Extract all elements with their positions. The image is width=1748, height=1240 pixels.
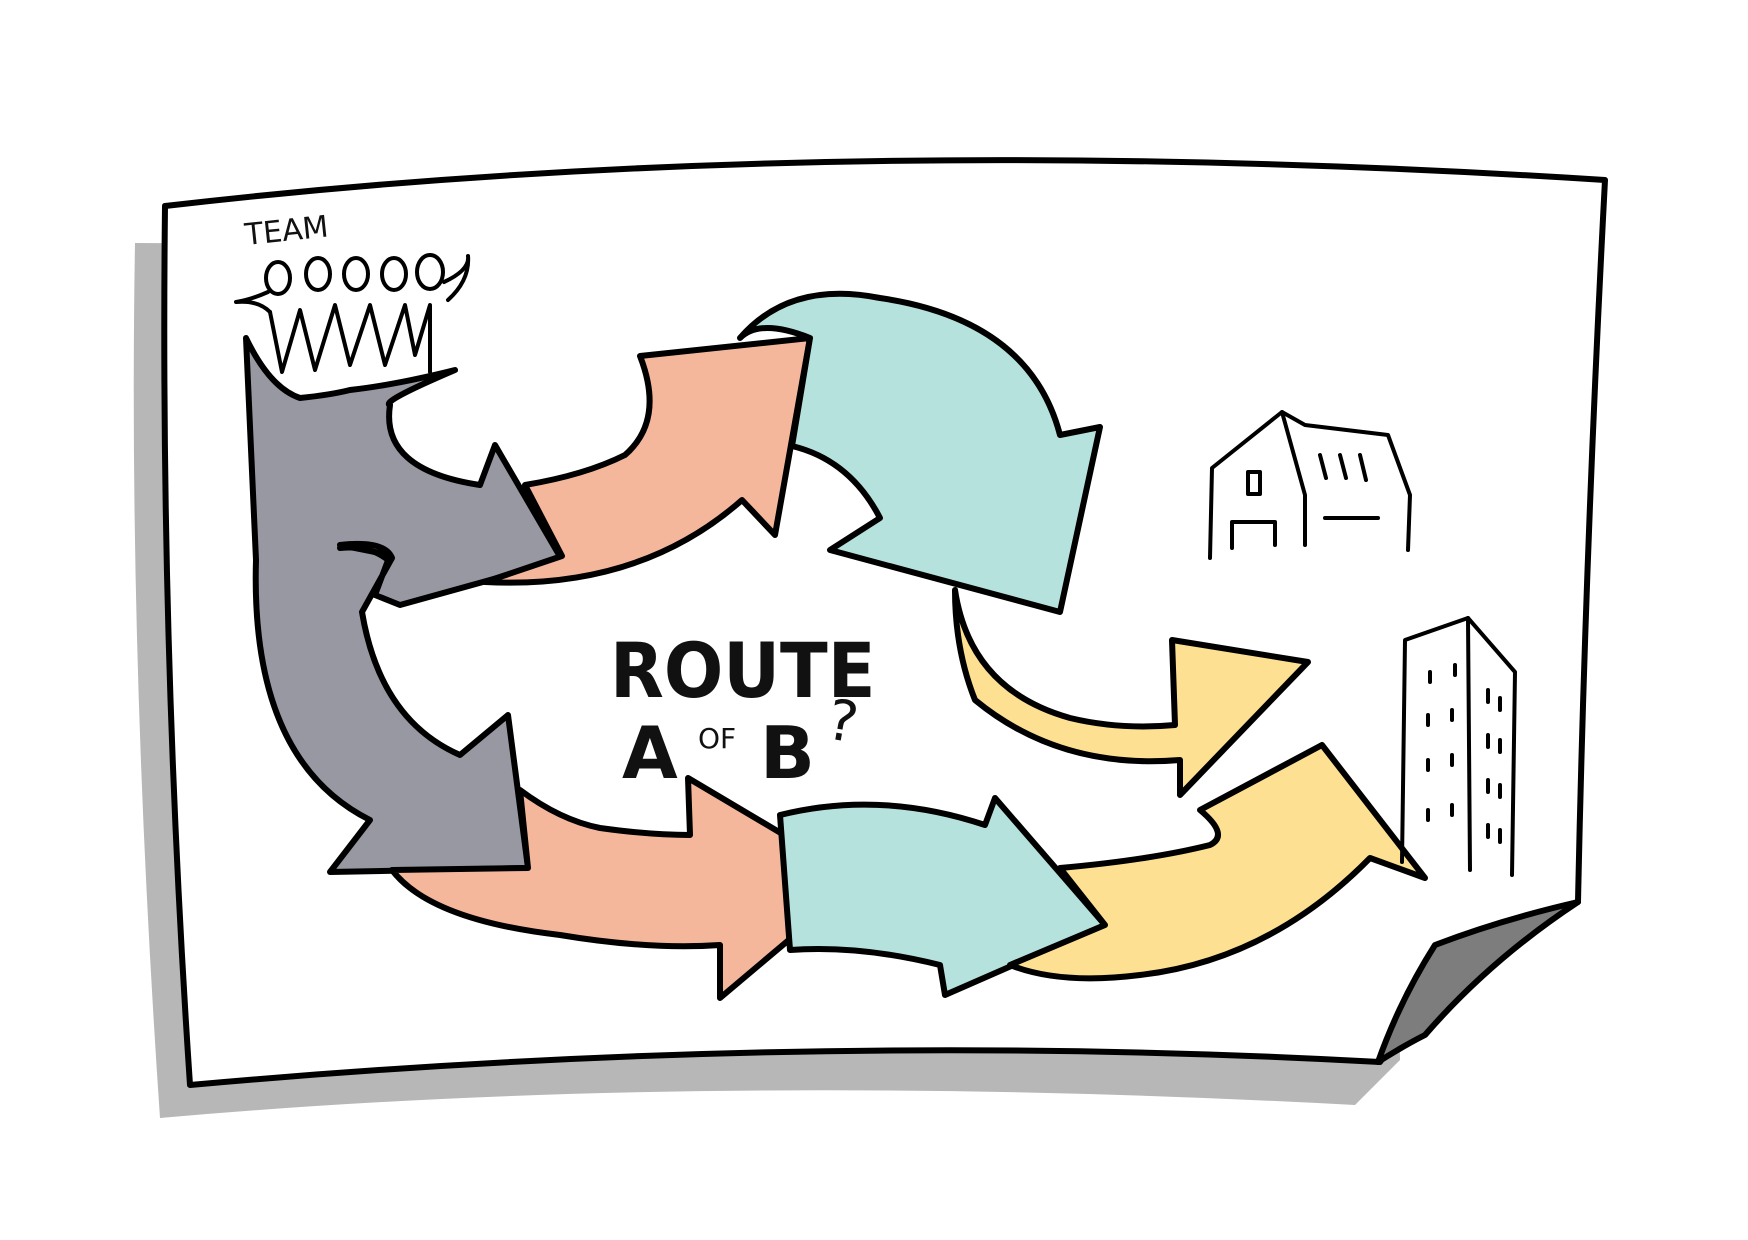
paper-curl-icon [1375,899,1581,1065]
grey-arrow-inner-curve [337,544,391,563]
mint-arrow-top [737,290,1103,615]
salmon-arrow-bottom [389,775,863,1001]
route-title: ROUTE [610,627,875,715]
salmon-arrow-top [482,335,813,586]
team-people-icon [234,253,471,374]
route-letter-a: A [622,711,678,795]
tower-building-icon [1400,616,1517,877]
house-icon [1208,410,1412,560]
yellow-arrow-right [952,587,1311,798]
route-connector: OF [698,722,736,755]
yellow-arrow-bottom [1007,742,1428,982]
mint-arrow-bottom [777,795,1108,998]
route-letter-b: B [760,711,815,795]
